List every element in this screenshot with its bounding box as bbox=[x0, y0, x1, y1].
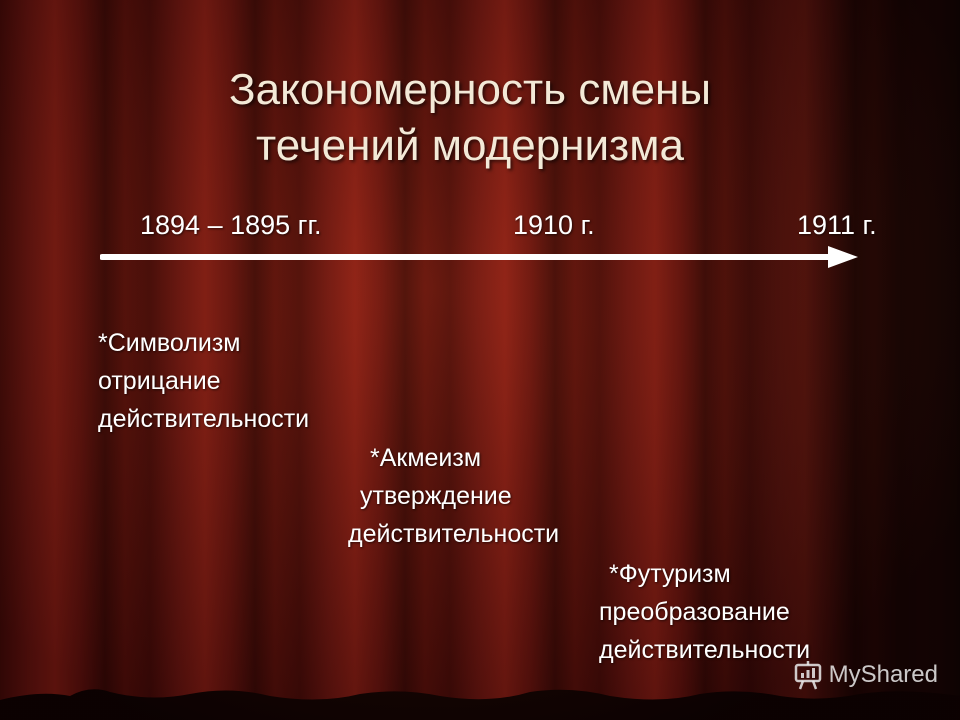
movement-stance: отрицание bbox=[98, 367, 221, 395]
movement-symbolism: *Символизм отрицание действительности bbox=[98, 324, 309, 438]
title-line-1: Закономерность смены bbox=[229, 65, 711, 114]
title-line-2: течений модернизма bbox=[256, 121, 684, 170]
movement-name: *Символизм bbox=[98, 329, 241, 357]
movement-name: *Акмеизм bbox=[370, 444, 482, 472]
movement-object: действительности bbox=[98, 405, 310, 433]
movement-stance: утверждение bbox=[360, 482, 512, 510]
movement-object: действительности bbox=[348, 520, 560, 548]
movement-object: действительности bbox=[599, 636, 811, 664]
timeline-date-3: 1911 г. bbox=[797, 210, 877, 240]
watermark-text: MyShared bbox=[828, 661, 938, 688]
movement-stance: преобразование bbox=[599, 598, 790, 626]
presentation-board-icon bbox=[794, 661, 821, 690]
movement-name: *Футуризм bbox=[609, 560, 731, 588]
curtain-hem bbox=[0, 689, 960, 720]
timeline-date-2: 1910 г. bbox=[513, 210, 595, 240]
movement-futurism: *Футуризм преобразование действительност… bbox=[599, 555, 810, 669]
timeline-arrow bbox=[100, 246, 858, 268]
timeline-date-1: 1894 – 1895 гг. bbox=[140, 210, 322, 240]
watermark: MyShared bbox=[793, 660, 938, 690]
movement-acmeism: *Акмеизм утверждение действительности bbox=[348, 439, 559, 553]
slide-title: Закономерность смены течений модернизма bbox=[120, 62, 820, 174]
